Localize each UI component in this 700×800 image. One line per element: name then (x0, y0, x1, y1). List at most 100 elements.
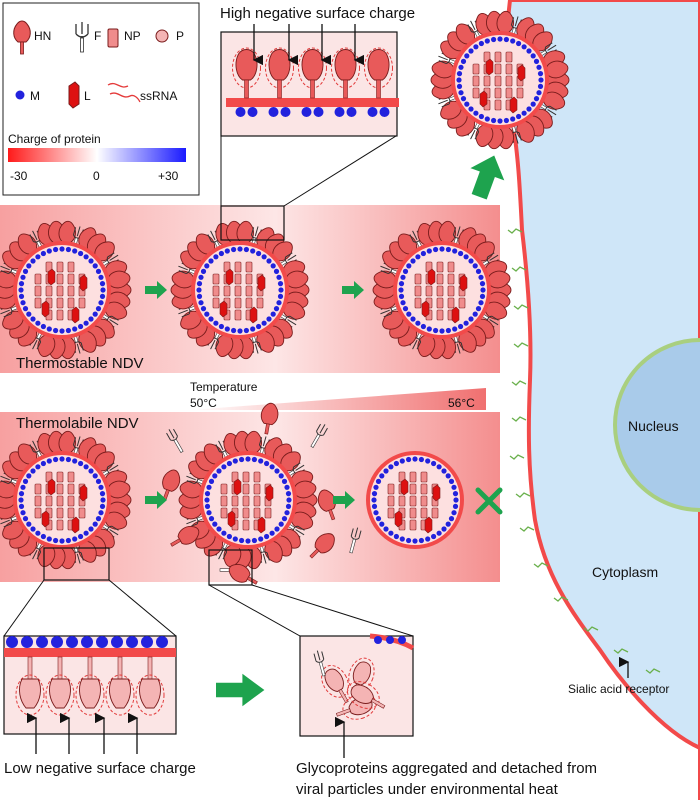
m-protein (269, 530, 275, 536)
np-protein (398, 495, 406, 507)
m-protein (388, 464, 394, 470)
m-protein (445, 246, 451, 253)
np-protein (494, 99, 502, 111)
m-protein (433, 327, 439, 334)
np-protein (409, 483, 417, 495)
charge-tick-positive: +30 (158, 169, 179, 183)
np-protein (56, 261, 64, 273)
legend-m-icon (15, 90, 25, 100)
m-protein (59, 246, 65, 252)
thermostable-label: Thermostable NDV (16, 355, 144, 372)
m-protein (224, 248, 230, 254)
m-protein (36, 636, 48, 648)
m-protein (346, 107, 357, 117)
np-protein (34, 507, 42, 519)
zoom-source-box-bl (43, 547, 110, 581)
l-protein (233, 478, 242, 496)
legend-p-label: P (176, 29, 184, 43)
np-protein (253, 507, 261, 519)
arrow-zoom (216, 673, 265, 707)
m-protein (386, 636, 394, 644)
cytoplasm-label: Cytoplasm (592, 564, 658, 580)
legend: HN F NP P M L ssRNA Charge of protein -3… (2, 2, 200, 196)
l-protein (41, 510, 50, 528)
m-protein (479, 281, 486, 287)
m-protein (99, 281, 106, 287)
m-protein (463, 320, 469, 326)
sialic-acid-receptor (513, 304, 529, 310)
m-protein (277, 281, 284, 287)
aggregation-label-1: Glycoproteins aggregated and detached fr… (296, 760, 597, 777)
l-protein (265, 484, 274, 502)
m-protein (35, 464, 41, 470)
m-protein (81, 636, 93, 648)
l-protein (432, 484, 441, 502)
np-protein (420, 507, 428, 519)
m-protein (277, 293, 284, 299)
m-protein (213, 254, 219, 260)
m-protein (216, 526, 222, 532)
m-protein (78, 250, 84, 257)
np-protein (494, 51, 502, 63)
np-protein (56, 297, 64, 309)
m-protein (399, 458, 405, 464)
m-protein (285, 491, 292, 497)
m-protein (100, 497, 106, 503)
m-protein (40, 533, 47, 540)
charge-tick-negative: -30 (10, 169, 28, 183)
m-protein (22, 306, 29, 312)
l-protein (79, 484, 88, 502)
np-protein (447, 261, 455, 273)
m-protein (22, 268, 29, 274)
m-protein (269, 464, 275, 470)
m-protein (250, 326, 256, 332)
m-protein (53, 246, 59, 253)
aggregation-zoom: Glycoproteins aggregated and detached fr… (208, 549, 597, 798)
m-protein (264, 533, 270, 540)
m-protein (472, 263, 478, 269)
zoom-bl-content (4, 636, 176, 754)
m-protein (445, 521, 451, 527)
m-protein (273, 268, 280, 274)
m-protein (484, 116, 490, 122)
m-protein (398, 636, 406, 644)
hn-glycoprotein-zoom (232, 47, 261, 99)
np-protein (505, 75, 513, 87)
m-protein (239, 537, 245, 544)
m-protein (231, 246, 237, 253)
m-protein (218, 323, 224, 330)
m-protein (393, 533, 399, 540)
m-protein (251, 456, 257, 463)
np-protein (67, 261, 75, 273)
m-protein (59, 538, 65, 544)
np-protein (414, 273, 422, 285)
m-protein (510, 116, 516, 122)
sialic-acid-receptor (553, 596, 569, 602)
legend-np-icon (107, 28, 119, 48)
m-protein (46, 458, 52, 464)
hn-glycoprotein-detached (162, 469, 181, 501)
receptor-group (507, 228, 661, 674)
m-protein (526, 48, 532, 54)
m-protein (26, 263, 32, 269)
temperature-low: 50°C (190, 396, 217, 410)
m-protein (412, 538, 418, 544)
np-protein (34, 297, 42, 309)
m-protein (198, 300, 204, 306)
sialic-acid-receptor (533, 562, 549, 568)
l-protein (451, 306, 460, 324)
m-protein (452, 326, 458, 332)
np-protein (78, 297, 86, 309)
m-protein (473, 110, 479, 116)
legend-hn-icon (13, 20, 31, 55)
m-protein (213, 320, 219, 326)
m-protein (35, 254, 41, 260)
l-protein (257, 516, 266, 534)
m-protein (83, 254, 89, 260)
m-protein (402, 306, 409, 312)
m-protein (399, 536, 405, 542)
m-protein (371, 503, 378, 509)
m-protein (425, 536, 431, 542)
np-protein (67, 495, 75, 507)
m-protein (268, 107, 279, 117)
